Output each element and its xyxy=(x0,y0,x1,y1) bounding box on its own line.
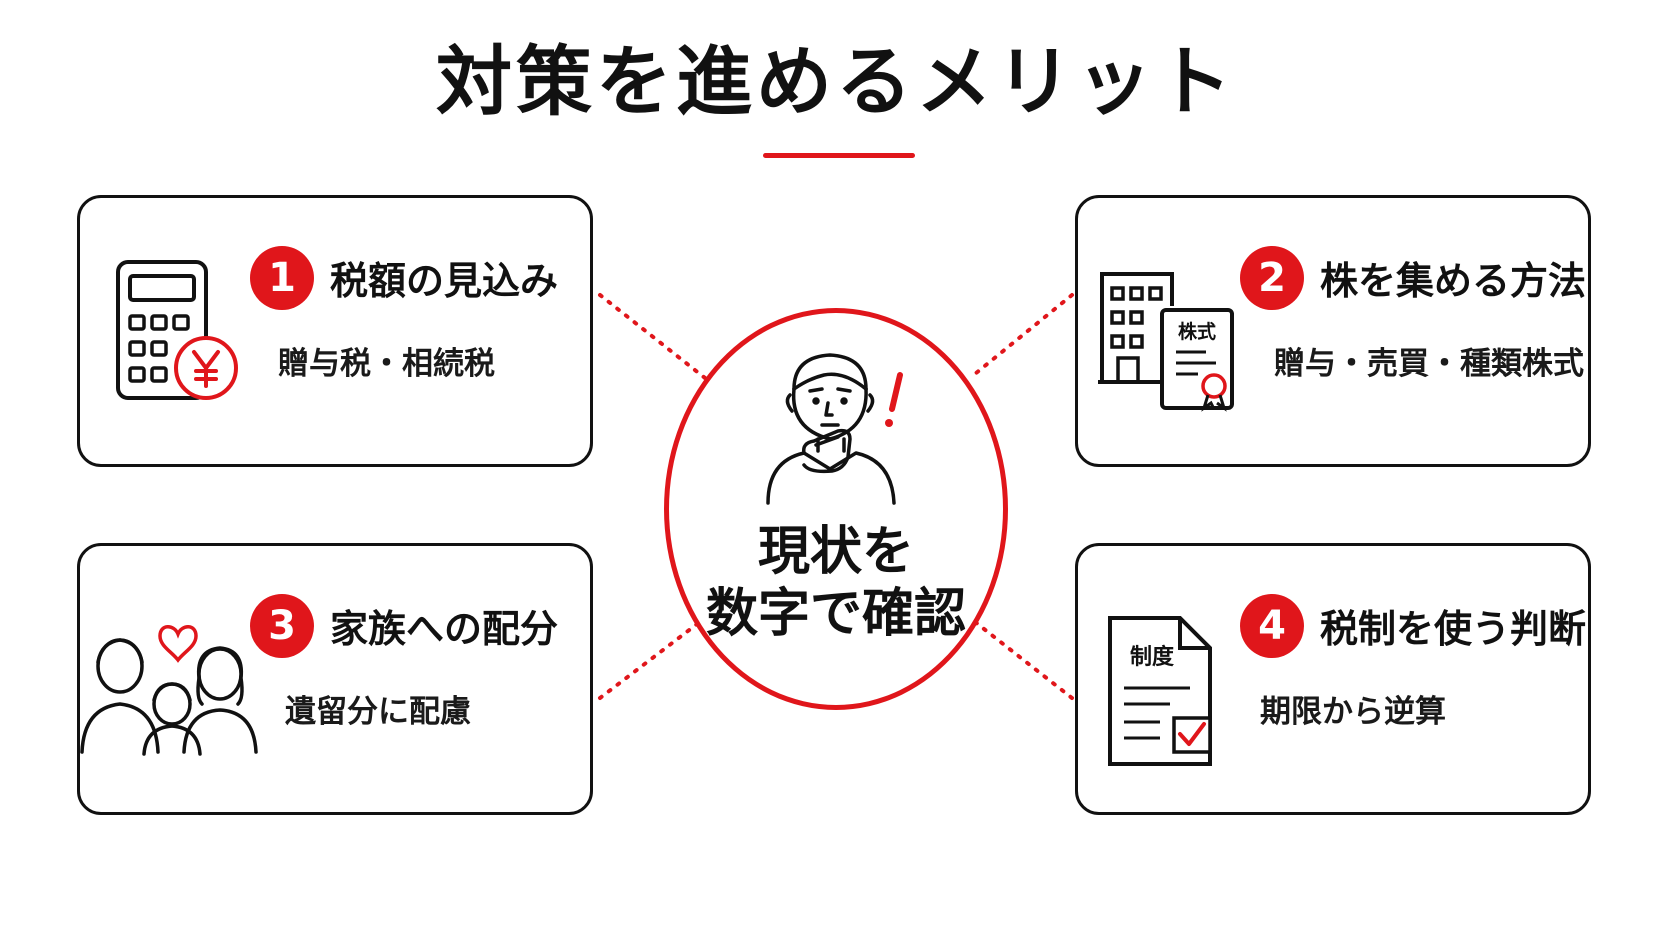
badge-number: 1 xyxy=(250,246,314,310)
card-subtitle: 贈与・売買・種類株式 xyxy=(1274,346,1584,382)
badge-number: 4 xyxy=(1240,594,1304,658)
badge-number: 2 xyxy=(1240,246,1304,310)
system-document-check-icon: 制度 xyxy=(1108,616,1212,766)
exclamation-icon xyxy=(885,372,903,427)
card-stock-consolidation: 株式 2 株を集める方法 贈与・売買・種類株式 xyxy=(1075,195,1591,467)
heart-icon xyxy=(158,625,198,663)
document-label: 制度 xyxy=(1130,644,1175,670)
thinking-person-icon xyxy=(766,353,903,505)
card-family-allocation: 3 家族への配分 遺留分に配慮 xyxy=(77,543,593,815)
card-title: 税額の見込み xyxy=(330,259,559,303)
calculator-yen-icon xyxy=(116,260,238,400)
page-title: 対策を進めるメリット xyxy=(436,37,1236,126)
card-title: 税制を使う判断 xyxy=(1320,607,1587,651)
building-stock-certificate-icon: 株式 xyxy=(1098,272,1234,412)
connector-4 xyxy=(968,616,1074,700)
card-subtitle: 贈与税・相続税 xyxy=(278,346,495,382)
card-tax-system-decision: 制度 4 税制を使う判断 期限から逆算 xyxy=(1075,543,1591,815)
card-subtitle: 遺留分に配慮 xyxy=(285,694,471,730)
family-heart-icon xyxy=(80,625,258,756)
center-text-line1: 現状を xyxy=(757,522,914,582)
card-title: 株を集める方法 xyxy=(1320,259,1587,303)
center-hub: 現状を 数字で確認 xyxy=(664,308,1008,710)
certificate-label: 株式 xyxy=(1178,320,1216,343)
card-title: 家族への配分 xyxy=(330,607,559,651)
title-underline xyxy=(763,153,915,158)
center-text-line2: 数字で確認 xyxy=(705,584,966,644)
connector-3 xyxy=(598,616,707,700)
card-tax-estimate: 1 税額の見込み 贈与税・相続税 xyxy=(77,195,593,467)
connector-1 xyxy=(598,293,707,380)
card-subtitle: 期限から逆算 xyxy=(1260,694,1446,730)
badge-number: 3 xyxy=(250,594,314,658)
connector-2 xyxy=(968,293,1074,380)
